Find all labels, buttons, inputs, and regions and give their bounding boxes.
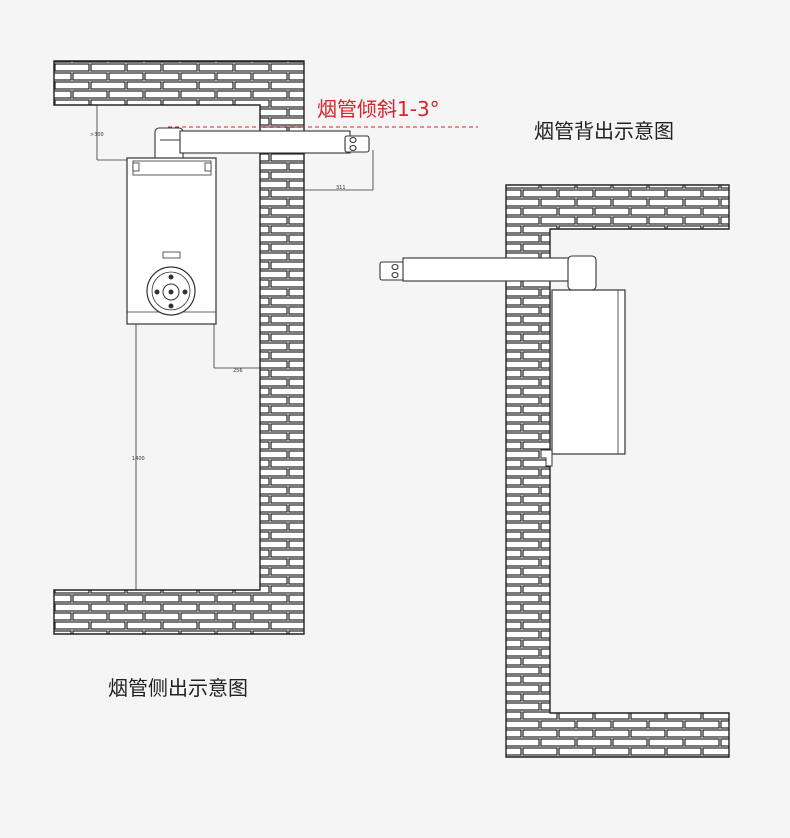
back-exit-wall [505,184,730,758]
back-exit-title: 烟管背出示意图 [534,119,674,143]
back-exit-flue-pipe [379,255,597,291]
side-exit-water-heater [126,157,217,325]
side-exit-title: 烟管侧出示意图 [108,676,248,700]
slope-label: 烟管倾斜1-3° [317,97,440,121]
dim-pipe-length: 311 [336,185,346,191]
dim-wall-gap: 256 [233,368,243,374]
side-exit-wall [53,60,305,635]
back-exit-water-heater [540,284,626,467]
dim-floor-height: 1400 [132,456,145,462]
dimension-lines [96,104,374,590]
dim-top-clearance: >300 [90,132,104,138]
side-exit-flue-pipe [154,127,370,163]
